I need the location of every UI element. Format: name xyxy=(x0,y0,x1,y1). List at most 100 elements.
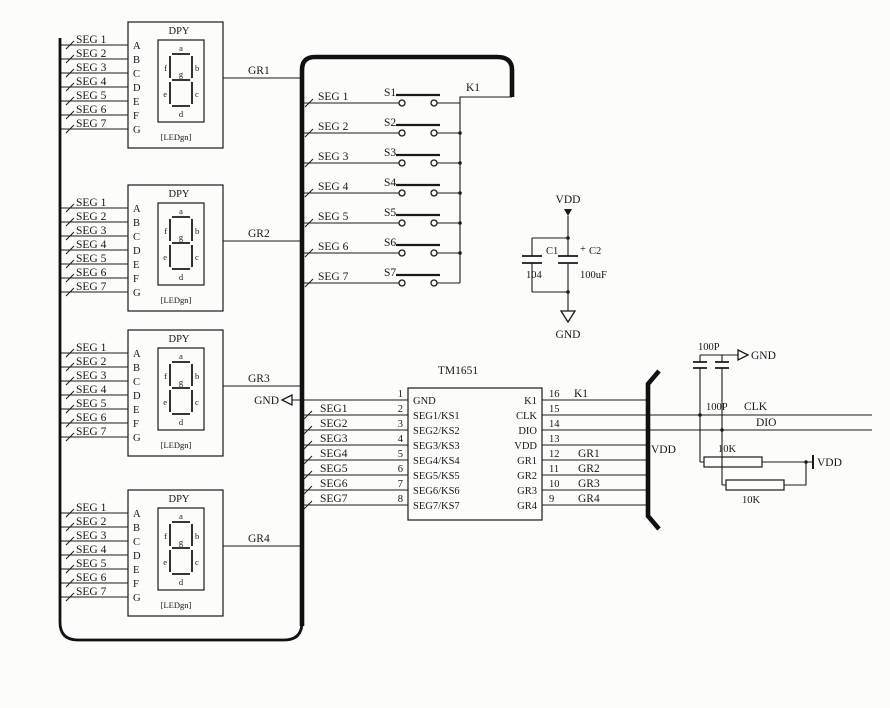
dpy1-seg-wires xyxy=(60,44,128,130)
key-seg5-label: SEG 5 xyxy=(318,211,349,223)
ic-seg3-net: SEG3 xyxy=(320,433,348,445)
dpy2-pin-e: E xyxy=(133,260,139,271)
dpy3-seg6-label: SEG 6 xyxy=(76,412,107,424)
dpy4-seg2-label: SEG 2 xyxy=(76,516,107,528)
ic-pin4-name: SEG3/KS3 xyxy=(413,441,460,452)
junction-dot xyxy=(566,290,570,294)
ic-pin9-name: GR4 xyxy=(517,501,538,512)
gr1-net-label: GR1 xyxy=(248,65,270,77)
dpy2-body xyxy=(127,184,224,312)
dpy2-pin-d: D xyxy=(133,246,141,257)
s3-label: S3 xyxy=(384,147,396,159)
dpy1-seg7-label: SEG 7 xyxy=(76,118,107,130)
s5-label: S5 xyxy=(384,207,396,219)
dpy4-letter-a: a xyxy=(179,511,183,521)
dpy3-letter-d: d xyxy=(179,417,184,427)
ic-seg7-net: SEG7 xyxy=(320,493,348,505)
dpy1-seg5-label: SEG 5 xyxy=(76,90,107,102)
dpy1-pin-f: F xyxy=(133,111,139,122)
k1-common-wire xyxy=(459,96,512,283)
dpy4-pin-a: A xyxy=(133,509,141,520)
dpy1-letter-d: d xyxy=(179,109,184,119)
vdd-right-net-label: VDD xyxy=(651,444,676,456)
gr1-right-net-label: GR1 xyxy=(578,448,600,460)
dpy2-pin-a: A xyxy=(133,204,141,215)
right-bus xyxy=(645,369,661,531)
display-2: SEG 1 SEG 2 SEG 3 SEG 4 SEG 5 SEG 6 SEG … xyxy=(60,184,302,312)
dpy1-seg6-label: SEG 6 xyxy=(76,104,107,116)
ic-pin6-num: 6 xyxy=(398,464,403,475)
display-3: SEG 1 SEG 2 SEG 3 SEG 4 SEG 5 SEG 6 SEG … xyxy=(60,329,302,457)
ic-pin2-num: 2 xyxy=(398,404,403,415)
dpy3-seg5-label: SEG 5 xyxy=(76,398,107,410)
dpy1-pin-c: C xyxy=(133,69,140,80)
cap1-value: 100P xyxy=(698,342,720,353)
gr4-right-net-label: GR4 xyxy=(578,493,600,505)
vdd-right-label: VDD xyxy=(817,457,842,469)
switch-s1-icon xyxy=(394,93,442,108)
s2-label: S2 xyxy=(384,117,396,129)
dpy2-letter-f: f xyxy=(164,226,167,236)
dpy4-letter-d: d xyxy=(179,577,184,587)
dpy1-pin-e: E xyxy=(133,97,139,108)
dpy4-seg7-label: SEG 7 xyxy=(76,586,107,598)
dpy3-letter-b: b xyxy=(195,371,199,381)
dpy3-letter-e: e xyxy=(163,397,167,407)
dpy3-pin-b: B xyxy=(133,363,140,374)
dpy2-pin-f: F xyxy=(133,274,139,285)
dpy2-seg4-label: SEG 4 xyxy=(76,239,107,251)
key-seg2-label: SEG 2 xyxy=(318,121,349,133)
keypad-common-stubs xyxy=(437,102,460,284)
junction-dot xyxy=(458,221,462,225)
gnd-right-label: GND xyxy=(751,350,776,362)
ic-pin16-name: K1 xyxy=(524,396,537,407)
ic-seg1-net: SEG1 xyxy=(320,403,348,415)
ic-pin11-name: GR2 xyxy=(517,471,537,482)
gnd-left-arrow-icon xyxy=(280,393,293,407)
switch-s2-icon xyxy=(394,123,442,138)
dpy1-title: DPY xyxy=(168,26,189,37)
gr4-net-label: GR4 xyxy=(248,533,270,545)
dpy1-letter-e: e xyxy=(163,89,167,99)
dpy2-seg5-label: SEG 5 xyxy=(76,253,107,265)
dpy1-bus-tap-slashes xyxy=(65,40,75,134)
dpy1-seg2-label: SEG 2 xyxy=(76,48,107,60)
gr2-right-net-label: GR2 xyxy=(578,463,600,475)
dpy4-pin-c: C xyxy=(133,537,140,548)
ic-seg4-net: SEG4 xyxy=(320,448,348,460)
junction-dot xyxy=(458,251,462,255)
switch-s5-icon xyxy=(394,213,442,228)
dpy3-pin-g: G xyxy=(133,433,141,444)
dpy2-letter-c: c xyxy=(195,252,199,262)
dpy4-seg6-label: SEG 6 xyxy=(76,572,107,584)
ic-pin16-num: 16 xyxy=(549,389,560,400)
ic-tm1651: TM1651 GND SEG1 SEG2 SEG3 SEG4 SEG5 SEG6… xyxy=(254,365,872,521)
dpy4-pin-d: D xyxy=(133,551,141,562)
ic-pin2-name: SEG1/KS1 xyxy=(413,411,460,422)
dpy3-pin-a: A xyxy=(133,349,141,360)
gr3-net-label: GR3 xyxy=(248,373,270,385)
r1-value: 10K xyxy=(718,444,737,455)
s1-label: S1 xyxy=(384,87,396,99)
ic-seg5-net: SEG5 xyxy=(320,463,348,475)
dpy2-letter-e: e xyxy=(163,252,167,262)
dpy2-pin-g: G xyxy=(133,288,141,299)
dpy3-letter-g: g xyxy=(179,377,184,387)
dpy3-seg7-label: SEG 7 xyxy=(76,426,107,438)
dpy1-letter-c: c xyxy=(195,89,199,99)
dpy2-pin-b: B xyxy=(133,218,140,229)
switch-s7-icon xyxy=(394,273,442,288)
dpy3-footer: [LEDgn] xyxy=(161,440,192,450)
ic-pin10-name: GR3 xyxy=(517,486,537,497)
dpy1-pin-b: B xyxy=(133,55,140,66)
clk-dio-network: 100P GND 100P CLK DIO 10K 10K VDD xyxy=(693,342,842,506)
dpy2-footer: [LEDgn] xyxy=(161,295,192,305)
main-bus-loop xyxy=(299,54,515,626)
dpy4-footer: [LEDgn] xyxy=(161,600,192,610)
dpy3-pin-f: F xyxy=(133,419,139,430)
cap-wires xyxy=(531,216,569,311)
dio-net-label: DIO xyxy=(756,417,776,429)
s4-label: S4 xyxy=(384,177,396,189)
gnd-label: GND xyxy=(556,329,581,341)
